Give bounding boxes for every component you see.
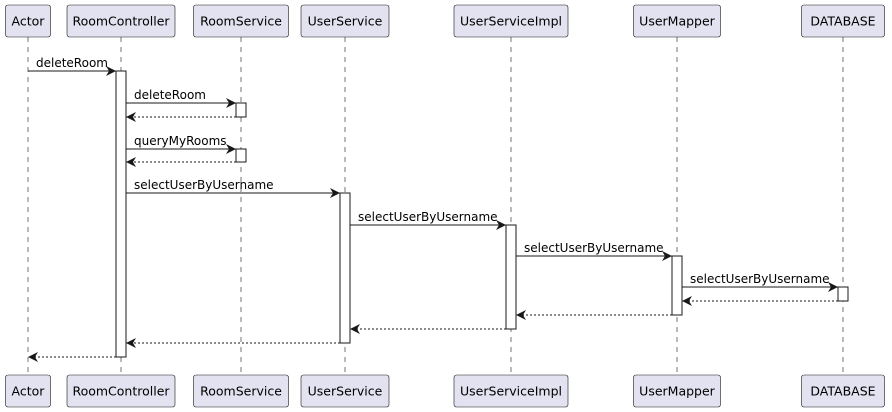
message-label: selectUserByUsername [690, 272, 830, 286]
message-label: queryMyRooms [134, 134, 227, 148]
message-2: deleteRoom [126, 88, 236, 108]
activation-bar-usermapper [671, 255, 683, 316]
participant-roomcontroller-top: RoomController [66, 4, 176, 38]
participant-label: RoomController [72, 14, 170, 29]
participant-box [5, 4, 51, 38]
participant-label: UserServiceImpl [460, 384, 562, 399]
participant-userserviceimpl-top: UserServiceImpl [453, 4, 569, 38]
participant-box [453, 4, 569, 38]
participant-roomcontroller-bottom: RoomController [66, 374, 176, 408]
participant-box [633, 4, 721, 38]
message-7: selectUserByUsername [350, 210, 506, 230]
message-label: selectUserByUsername [134, 178, 274, 192]
message-1: deleteRoom [28, 56, 116, 76]
message-4: queryMyRooms [126, 134, 236, 154]
participant-label: DATABASE [810, 14, 875, 29]
participant-box [193, 4, 289, 38]
participant-box [801, 374, 885, 408]
participant-database-top: DATABASE [801, 4, 885, 38]
participant-actor-bottom: Actor [5, 374, 51, 408]
activation-bar-database [837, 286, 849, 302]
participant-actor-top: Actor [5, 4, 51, 38]
participant-box [300, 374, 390, 408]
participant-box [453, 374, 569, 408]
participant-usermapper-bottom: UserMapper [633, 374, 721, 408]
participant-label: Actor [12, 384, 46, 399]
activation-bar-roomservice [235, 102, 247, 118]
participant-label: UserMapper [639, 384, 715, 399]
participant-box [5, 374, 51, 408]
participant-roomservice-top: RoomService [193, 4, 289, 38]
participant-roomservice-bottom: RoomService [193, 374, 289, 408]
participant-label: RoomController [72, 384, 170, 399]
participant-box [633, 374, 721, 408]
activation-bar-userserviceimpl [505, 224, 517, 330]
participant-label: Actor [12, 14, 46, 29]
message-label: deleteRoom [134, 88, 206, 102]
message-label: deleteRoom [36, 56, 108, 70]
participant-label: RoomService [200, 384, 282, 399]
activation-bar-roomservice [235, 148, 247, 163]
participant-usermapper-top: UserMapper [633, 4, 721, 38]
participant-box [300, 4, 390, 38]
participant-box [66, 374, 176, 408]
activation-bar-userservice [339, 192, 351, 344]
participant-userserviceimpl-bottom: UserServiceImpl [453, 374, 569, 408]
participant-label: UserService [308, 384, 383, 399]
message-label: selectUserByUsername [358, 210, 498, 224]
participant-label: UserServiceImpl [460, 14, 562, 29]
participant-label: UserService [308, 14, 383, 29]
participant-box [66, 4, 176, 38]
participant-box [193, 374, 289, 408]
participant-userservice-bottom: UserService [300, 374, 390, 408]
participant-label: UserMapper [639, 14, 715, 29]
participant-database-bottom: DATABASE [801, 374, 885, 408]
message-label: selectUserByUsername [524, 241, 664, 255]
message-6: selectUserByUsername [126, 178, 340, 198]
participant-box [801, 4, 885, 38]
participant-userservice-top: UserService [300, 4, 390, 38]
participant-label: DATABASE [810, 384, 875, 399]
message-8: selectUserByUsername [516, 241, 672, 261]
message-9: selectUserByUsername [682, 272, 838, 292]
participant-label: RoomService [200, 14, 282, 29]
activation-bar-roomcontroller [115, 70, 127, 358]
